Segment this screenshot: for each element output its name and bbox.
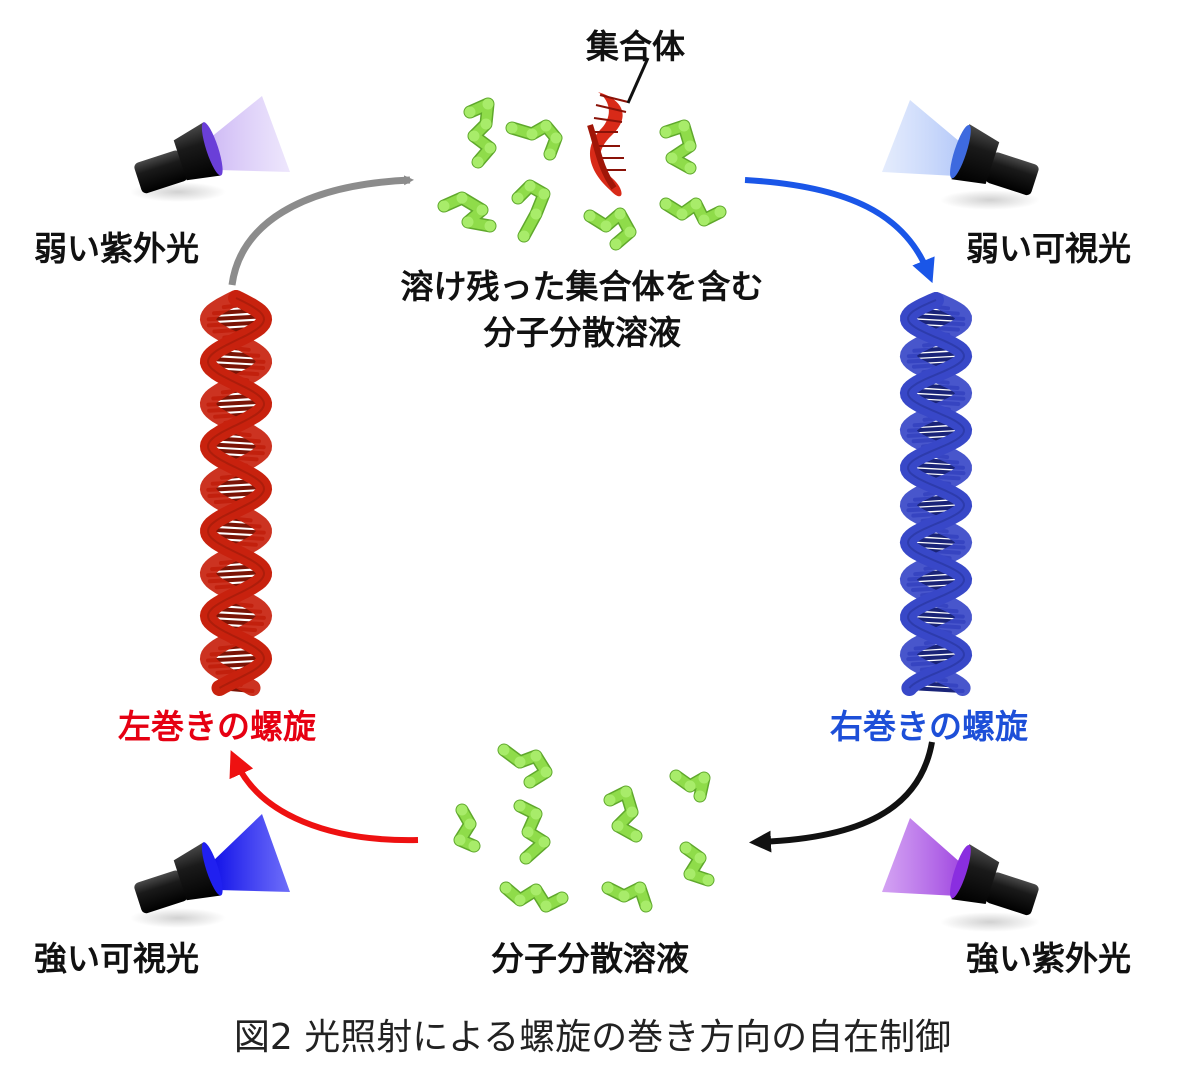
left-helix-label: 左巻きの螺旋 — [118, 707, 316, 746]
right-handed-helix — [899, 292, 973, 696]
bottom-solution-label: 分子分散溶液 — [491, 939, 689, 978]
weak-visible-label: 弱い可視光 — [966, 229, 1131, 268]
aggregate-helix — [587, 57, 650, 197]
top-solution-label-line2: 分子分散溶液 — [483, 313, 681, 352]
flashlight-icon-weak-visible — [882, 100, 1040, 210]
flashlight-icon-strong-uv — [882, 818, 1040, 932]
top-solution-label-line1: 溶け残った集合体を含む — [400, 267, 764, 306]
arrow-bottom-right — [749, 741, 935, 853]
arrow-top-right — [744, 177, 935, 284]
flashlight-icon-weak-uv — [130, 96, 290, 202]
dispersed-molecules-bottom — [453, 743, 715, 913]
figure-caption: 図2 光照射による螺旋の巻き方向の自在制御 — [233, 1017, 952, 1058]
weak-uv-label: 弱い紫外光 — [34, 229, 199, 268]
left-handed-helix — [199, 290, 273, 696]
arrow-bottom-left — [229, 750, 419, 844]
flashlight-icon-strong-visible — [130, 814, 290, 928]
arrow-top-left — [228, 175, 414, 286]
dispersed-molecules-top — [437, 97, 727, 251]
right-helix-label: 右巻きの螺旋 — [830, 707, 1028, 746]
aggregate-label: 集合体 — [586, 27, 685, 66]
strong-uv-label: 強い紫外光 — [966, 939, 1131, 978]
strong-visible-label: 強い可視光 — [34, 939, 199, 978]
